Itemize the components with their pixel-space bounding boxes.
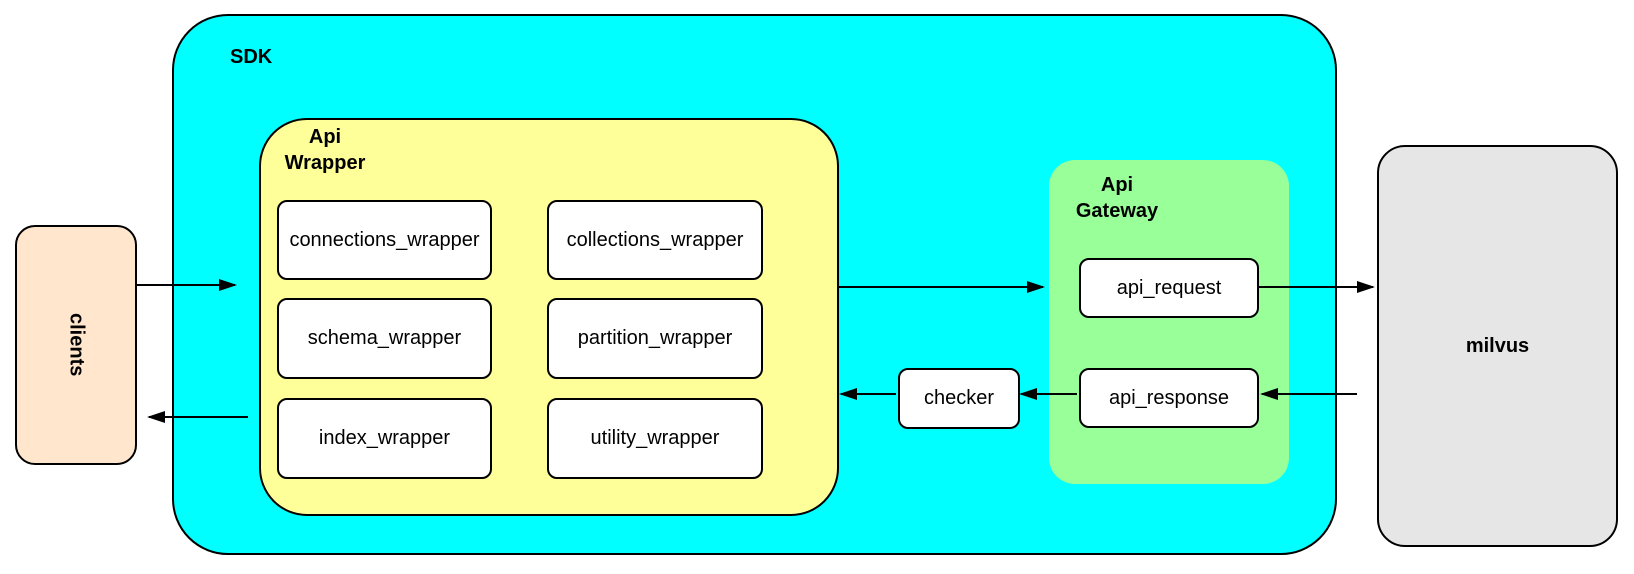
- connections-wrapper-box: connections_wrapper: [277, 200, 492, 280]
- collections-wrapper-box: collections_wrapper: [547, 200, 763, 280]
- api-request-box: api_request: [1079, 258, 1259, 318]
- api-response-box: api_response: [1079, 368, 1259, 428]
- api-wrapper-container: Api Wrapper connections_wrapper collecti…: [259, 118, 839, 516]
- sdk-label: SDK: [230, 46, 273, 68]
- utility-wrapper-box: utility_wrapper: [547, 398, 763, 479]
- partition-wrapper-label: partition_wrapper: [577, 327, 733, 349]
- api-gateway-container: Api Gateway api_request api_response: [1049, 160, 1289, 484]
- checker-box: checker: [898, 368, 1020, 429]
- collections-wrapper-label: collections_wrapper: [566, 228, 744, 251]
- api-request-label: api_request: [1116, 276, 1222, 299]
- milvus-node: milvus: [1377, 145, 1618, 547]
- index-wrapper-box: index_wrapper: [277, 398, 492, 479]
- schema-wrapper-box: schema_wrapper: [277, 298, 492, 379]
- api-response-label: api_response: [1108, 386, 1230, 409]
- utility-wrapper-label: utility_wrapper: [590, 427, 720, 449]
- sdk-container: SDK Api Wrapper connections_wrapper coll…: [172, 14, 1337, 555]
- connections-wrapper-label: connections_wrapper: [289, 228, 480, 251]
- schema-wrapper-label: schema_wrapper: [307, 327, 462, 349]
- milvus-label: milvus: [1465, 334, 1530, 357]
- clients-label: clients: [65, 313, 88, 377]
- api-gateway-label: Api Gateway: [1075, 174, 1159, 222]
- api-wrapper-label: Api Wrapper: [284, 126, 366, 174]
- clients-node: clients: [15, 225, 137, 465]
- index-wrapper-label: index_wrapper: [318, 427, 451, 449]
- partition-wrapper-box: partition_wrapper: [547, 298, 763, 379]
- checker-label: checker: [923, 387, 995, 409]
